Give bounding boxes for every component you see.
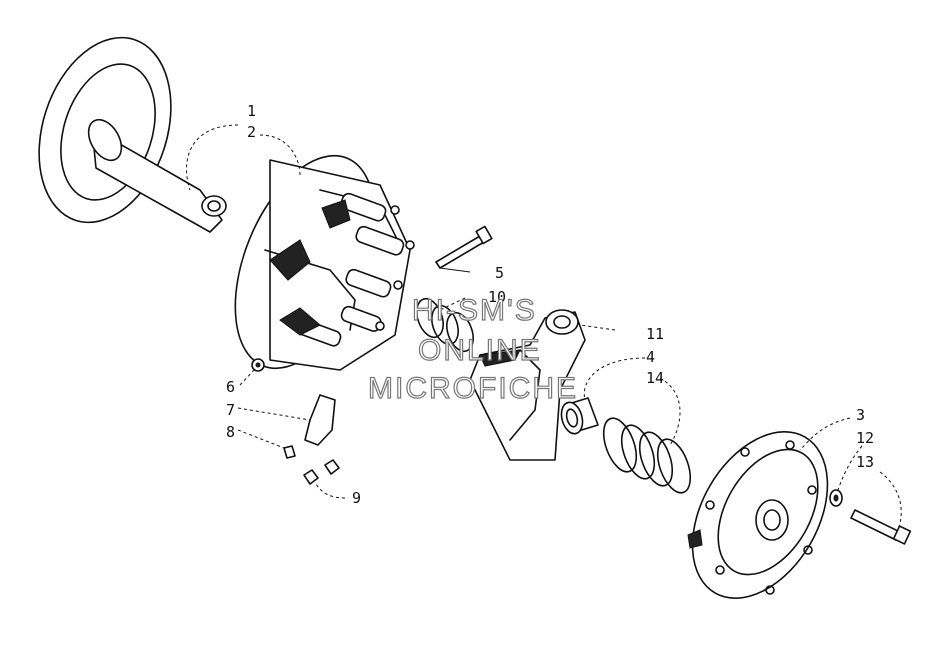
callout-13: 13 (856, 453, 874, 471)
watermark-line-3: MICROFICHE (368, 372, 578, 405)
callout-10: 10 (488, 288, 506, 306)
part-14-spring (602, 417, 692, 494)
callout-3: 3 (856, 406, 865, 424)
part-2-movable-sheave (234, 154, 415, 371)
callout-11: 11 (646, 325, 664, 343)
callout-6: 6 (226, 378, 235, 396)
watermark-line-1: HI-SM'S (412, 294, 537, 327)
callout-8: 8 (226, 423, 235, 441)
part-12-washer (829, 489, 843, 507)
callout-2: 2 (247, 123, 256, 141)
part-11-spider (469, 309, 586, 461)
part-8-pin (283, 445, 296, 459)
callout-labels: 1 2 3 4 5 6 7 8 9 10 11 12 13 14 (226, 102, 874, 507)
part-3-cover (687, 431, 829, 599)
callout-12: 12 (856, 429, 874, 447)
part-9-washers (303, 459, 340, 485)
part-10-roller (416, 297, 474, 353)
part-13-bolt (850, 509, 912, 545)
callout-9: 9 (352, 489, 361, 507)
part-6-nut (251, 358, 265, 372)
watermark: HI-SM'S ONLINE MICROFICHE (367, 293, 578, 405)
callout-5: 5 (495, 264, 504, 282)
part-4-bushing (560, 397, 599, 435)
callout-1: 1 (247, 102, 256, 120)
watermark-line-2: ONLINE (418, 334, 542, 367)
leader-lines (186, 124, 902, 536)
callout-7: 7 (226, 401, 235, 419)
part-5-bolt (435, 225, 493, 269)
part-1-fixed-sheave (38, 36, 227, 233)
callout-14: 14 (646, 369, 664, 387)
callout-4: 4 (646, 348, 655, 366)
